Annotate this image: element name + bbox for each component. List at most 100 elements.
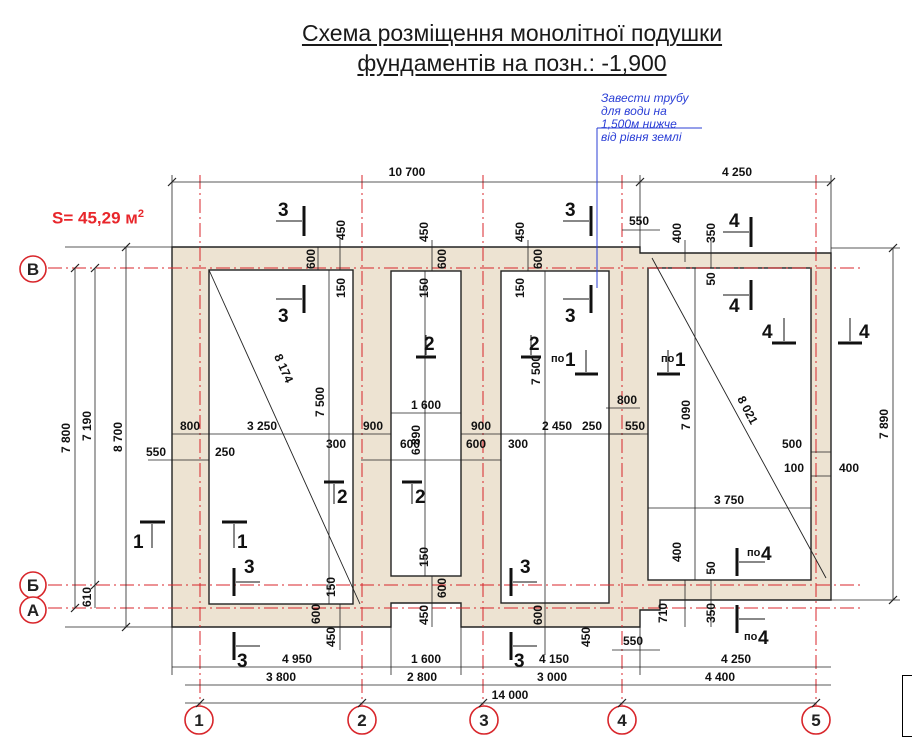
- dim-v: 7 500: [313, 387, 327, 417]
- dim-h: 550: [146, 445, 166, 459]
- section-label: 3: [565, 306, 576, 327]
- section-label: 4: [729, 296, 740, 317]
- section-label: 4: [859, 322, 870, 343]
- dim-h: 550: [629, 214, 649, 228]
- axis-row-label: А: [27, 601, 39, 620]
- dim-h: 2 450: [542, 419, 572, 433]
- section-label: 3: [278, 200, 289, 221]
- axis-row-label: Б: [27, 576, 39, 595]
- section-prefix: по: [747, 547, 761, 559]
- section-label: 3: [514, 651, 525, 672]
- dim-v: 600: [309, 604, 323, 624]
- section-label: 4: [762, 322, 773, 343]
- dim-v: 150: [417, 278, 431, 298]
- dim-h: 550: [623, 634, 643, 648]
- dim-top-overall: 10 700: [389, 165, 426, 179]
- dim-v: 400: [670, 542, 684, 562]
- dim-bottom-2: 3 000: [537, 670, 567, 684]
- dim-h: 300: [326, 437, 346, 451]
- title-block-corner: [902, 675, 912, 737]
- dim-v: 600: [435, 578, 449, 598]
- dim-bottom-1: 4 250: [721, 652, 751, 666]
- section-prefix: по: [744, 631, 758, 643]
- area-value: S= 45,29 м: [52, 208, 138, 228]
- note-line: від рівня землі: [601, 130, 682, 144]
- dim-v: 600: [531, 249, 545, 269]
- section-label: 1: [237, 532, 248, 553]
- section-label: 2: [337, 487, 348, 508]
- axis-row-label: В: [27, 260, 39, 279]
- dim-bottom-1: 4 950: [282, 652, 312, 666]
- note-line: Завести трубу: [601, 91, 689, 105]
- section-label: 3: [244, 557, 255, 578]
- dim-h: 550: [625, 419, 645, 433]
- dim-h: 900: [363, 419, 383, 433]
- dim-bottom-2: 2 800: [407, 670, 437, 684]
- section-prefix: по: [551, 353, 565, 365]
- section-cut-lines: [140, 206, 862, 660]
- dim-v: 150: [324, 577, 338, 597]
- dim-h: 300: [508, 437, 528, 451]
- dim-v: 450: [513, 222, 527, 242]
- dim-v: 600: [531, 605, 545, 625]
- dim-bottom-2: 4 400: [705, 670, 735, 684]
- cutout-3: [500, 270, 610, 604]
- dim-h: 600: [400, 437, 420, 451]
- dimension-lines: [65, 175, 900, 704]
- dim-left: 7 190: [80, 411, 94, 441]
- dim-v: 710: [656, 603, 670, 623]
- dim-top-right: 4 250: [722, 165, 752, 179]
- dimension-texts: 10 700 4 250 4 950 1 600 4 150 4 250 3 8…: [59, 165, 891, 702]
- note-line: для води на: [601, 104, 667, 118]
- cutout-2: [390, 270, 462, 577]
- dim-h: 800: [180, 419, 200, 433]
- section-label: 3: [278, 306, 289, 327]
- note-line: 1,500м нижче: [601, 117, 677, 131]
- note-leader: [596, 127, 702, 288]
- dim-v: 450: [324, 627, 338, 647]
- plan-title-line-2: фундаментів на позн.: -1,900: [357, 50, 667, 76]
- dim-v: 50: [704, 272, 718, 286]
- section-label: 3: [565, 200, 576, 221]
- dim-v: 450: [579, 627, 593, 647]
- axis-col-label: 1: [194, 711, 203, 730]
- dim-v: 450: [417, 222, 431, 242]
- section-label: 3: [520, 557, 531, 578]
- dim-h: 100: [784, 461, 804, 475]
- diagonal-dimensions: [208, 257, 827, 605]
- dim-v: 350: [704, 223, 718, 243]
- section-markers: 3 3 3 3 3 3 3 3 2 2 2 2 1 1 по 1 по 1 4 …: [133, 200, 870, 672]
- section-label: 1: [133, 532, 144, 553]
- dim-h: 600: [466, 437, 486, 451]
- section-label: 2: [415, 487, 426, 508]
- area-label: S= 45,29 м2: [52, 208, 144, 229]
- dim-bottom-1: 4 150: [539, 652, 569, 666]
- section-label: 1: [675, 350, 686, 371]
- dim-h: 500: [782, 437, 802, 451]
- dim-v: 150: [513, 278, 527, 298]
- section-label: 2: [424, 334, 435, 355]
- dim-left: 7 800: [59, 423, 73, 453]
- dimension-ticks: [70, 177, 898, 708]
- dim-h: 1 600: [411, 398, 441, 412]
- dim-v: 450: [334, 220, 348, 240]
- dim-h: 3 750: [714, 493, 744, 507]
- dim-bottom-1: 1 600: [411, 652, 441, 666]
- dim-right: 7 890: [877, 409, 891, 439]
- section-prefix: по: [661, 353, 675, 365]
- dim-h: 400: [839, 461, 859, 475]
- axis-col-label: 4: [617, 711, 627, 730]
- axis-lines: [48, 175, 860, 705]
- dim-h: 3 250: [247, 419, 277, 433]
- dim-v: 150: [334, 278, 348, 298]
- dim-v: 6 890: [409, 425, 423, 455]
- dim-v: 600: [304, 249, 318, 269]
- axis-col-label: 5: [811, 711, 820, 730]
- dim-v: 400: [670, 223, 684, 243]
- dim-v: 350: [704, 603, 718, 623]
- dim-h: 900: [471, 419, 491, 433]
- dim-v: 7 090: [679, 400, 693, 430]
- section-label: 4: [729, 211, 740, 232]
- dim-v: 150: [417, 547, 431, 567]
